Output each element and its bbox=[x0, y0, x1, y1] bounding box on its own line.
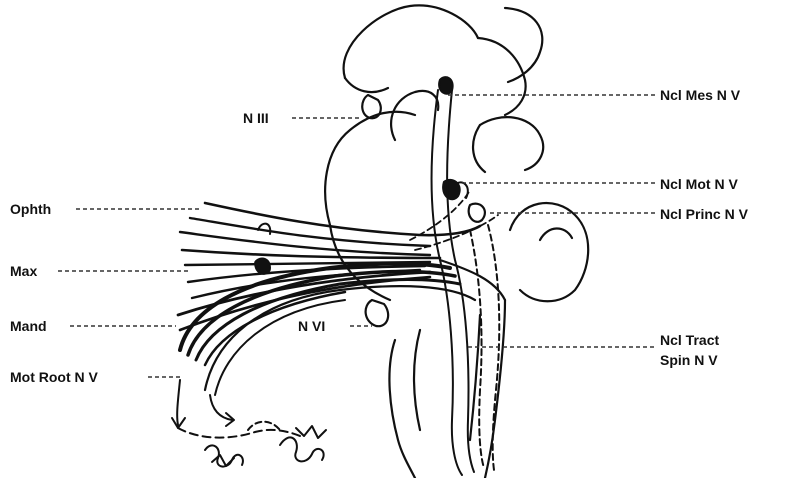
label-ncl-mes: Ncl Mes N V bbox=[660, 87, 741, 103]
label-ncl-tract-line2: Spin N V bbox=[660, 352, 718, 368]
label-n-iii: N III bbox=[243, 110, 269, 126]
leader-lines bbox=[58, 95, 655, 377]
trigeminal-nerve-bundle bbox=[178, 182, 498, 395]
label-mand: Mand bbox=[10, 318, 47, 334]
label-ophth: Ophth bbox=[10, 201, 51, 217]
label-n-vi: N VI bbox=[298, 318, 325, 334]
label-ncl-princ: Ncl Princ N V bbox=[660, 206, 749, 222]
labels: N III Ncl Mes N V Ncl Mot N V Ncl Princ … bbox=[10, 87, 749, 385]
label-ncl-tract-line1: Ncl Tract bbox=[660, 332, 719, 348]
peripheral-endings bbox=[172, 380, 326, 467]
label-mot-root: Mot Root N V bbox=[10, 369, 99, 385]
label-ncl-mot: Ncl Mot N V bbox=[660, 176, 738, 192]
label-max: Max bbox=[10, 263, 37, 279]
